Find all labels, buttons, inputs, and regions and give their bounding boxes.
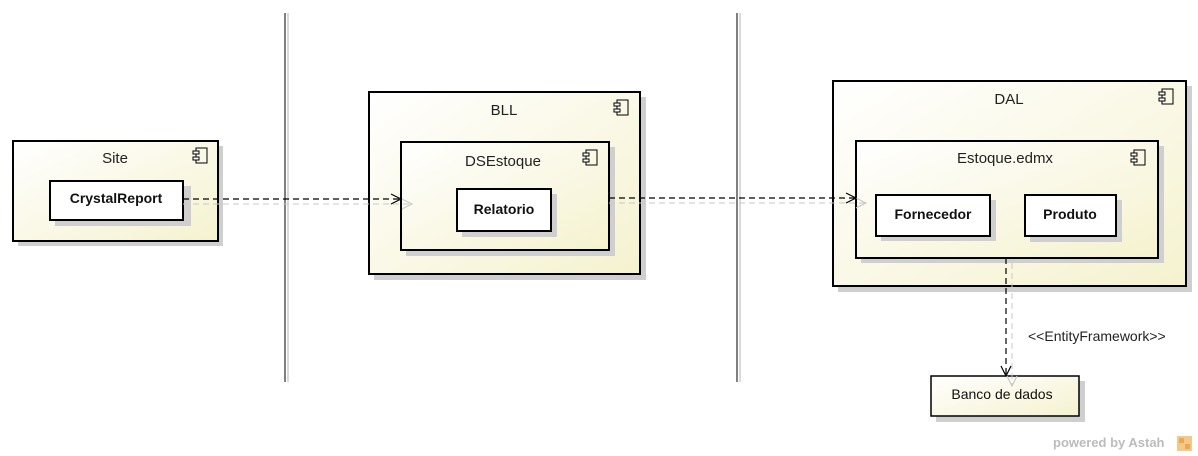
component-site-title: Site <box>102 150 128 167</box>
banco-de-dados-label: Banco de dados <box>951 386 1052 402</box>
component-crystal-report[interactable]: CrystalReport <box>49 180 191 226</box>
relatorio-label: Relatorio <box>474 201 535 217</box>
dependency-crystal-to-dsestoque[interactable] <box>183 199 412 204</box>
component-produto[interactable]: Produto <box>1024 194 1122 242</box>
astah-watermark: powered by Astah <box>1053 435 1192 451</box>
component-bll-title: BLL <box>491 102 518 119</box>
component-icon <box>1130 149 1146 166</box>
stereotype-entity-framework: <<EntityFramework>> <box>1028 328 1166 344</box>
component-icon <box>613 99 629 116</box>
component-icon <box>192 147 208 164</box>
component-estoque-edmx-title: Estoque.edmx <box>957 150 1053 167</box>
layer-separator-left <box>284 13 289 382</box>
component-ds-estoque-title: DSEstoque <box>465 153 541 170</box>
component-banco-de-dados[interactable]: Banco de dados <box>930 375 1085 422</box>
crystal-report-label: CrystalReport <box>70 190 163 206</box>
component-dal-title: DAL <box>994 91 1023 108</box>
watermark-text: powered by Astah <box>1053 435 1165 450</box>
produto-label: Produto <box>1043 206 1097 222</box>
component-relatorio[interactable]: Relatorio <box>456 188 557 237</box>
component-icon <box>1158 88 1174 105</box>
astah-logo-icon <box>1177 436 1192 451</box>
dependency-dsestoque-to-edmx[interactable] <box>609 198 866 203</box>
component-icon <box>582 149 598 166</box>
component-fornecedor[interactable]: Fornecedor <box>875 194 996 241</box>
fornecedor-label: Fornecedor <box>894 206 972 222</box>
dependency-edmx-to-banco[interactable] <box>1006 258 1012 386</box>
